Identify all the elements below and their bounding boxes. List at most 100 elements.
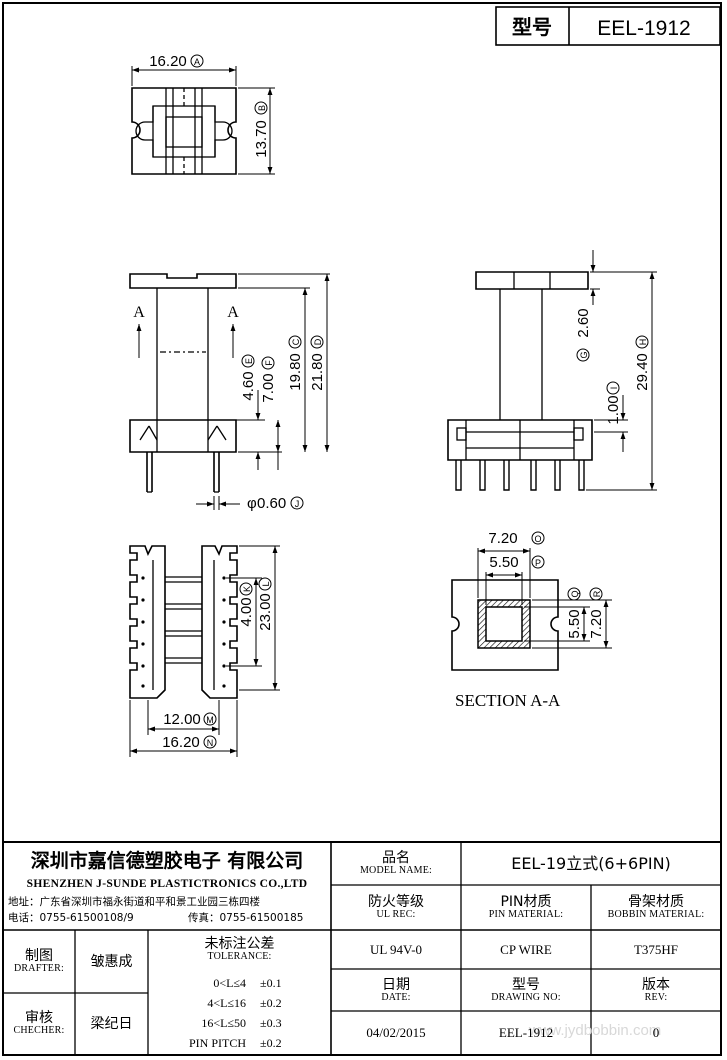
- model-name-value: EEL-19立式(6+6PIN): [511, 853, 671, 873]
- dim-value: 4.00: [238, 597, 255, 626]
- dim-4-00: 4.00 K: [238, 582, 255, 627]
- callout-letter: O: [534, 534, 541, 544]
- drawing-no-value: EEL-1912: [498, 1025, 554, 1041]
- tolerance-value: ±0.1: [260, 975, 282, 990]
- dim-value: 5.50: [566, 609, 583, 638]
- callout-letter: R: [592, 590, 602, 597]
- model-label: 型号: [512, 15, 552, 39]
- dim-16-20-bottom: 16.20 N: [162, 734, 217, 751]
- dim-value: 16.20: [162, 734, 200, 751]
- tolerance-range: 0<L≤4: [213, 975, 246, 990]
- model-value: EEL-1912: [597, 17, 690, 40]
- checker-label-cn: 审核: [25, 1010, 53, 1027]
- dim-7-00: 7.00 F: [260, 356, 277, 403]
- date-label: 日期 DATE:: [331, 971, 461, 1010]
- drafter-label-en: DRAFTER:: [14, 963, 64, 975]
- callout-letter: C: [291, 338, 301, 345]
- tolerance-table: 0<L≤4 ±0.1 4<L≤16 ±0.2 16<L≤50 ±0.3 PIN …: [150, 973, 330, 1053]
- diameter-symbol: φ: [247, 495, 257, 512]
- tolerance-range: PIN PITCH: [188, 1035, 246, 1050]
- dim-value: 7.20: [588, 609, 605, 638]
- dim-value: 0.60: [257, 495, 286, 512]
- dim-pin-diameter: φ 0.60 J: [247, 495, 304, 512]
- date-label-en: DATE:: [381, 991, 411, 1003]
- callout-letter: M: [206, 715, 214, 725]
- watermark: www.jydbobbin.com: [528, 1022, 662, 1040]
- dim-value: 29.40: [634, 353, 651, 391]
- rev-label-cn: 版本: [642, 976, 670, 993]
- ul-rec-value: UL 94V-0: [369, 941, 423, 957]
- pin-material-label-cn: PIN材质: [500, 893, 552, 910]
- tolerance-label: 未标注公差 TOLERANCE:: [148, 933, 331, 967]
- dim-value: 7.00: [260, 373, 277, 402]
- callout-letter: I: [609, 387, 619, 390]
- callout-letter: E: [244, 358, 254, 364]
- pin-material-label: PIN材质 PIN MATERIAL:: [461, 887, 591, 928]
- dim-1-00: 1.00 I: [605, 381, 622, 425]
- drawing-no-label: 型号 DRAWING NO:: [461, 971, 591, 1010]
- tolerance-row: PIN PITCH ±0.2: [150, 1033, 330, 1053]
- dim-value: 5.50: [489, 554, 518, 571]
- dim-value: 13.70: [253, 120, 270, 158]
- callout-letter: P: [535, 558, 541, 568]
- dim-12-00: 12.00 M: [163, 711, 217, 728]
- company-phone: 电话：0755-61500108/9: [8, 912, 134, 925]
- dim-value: 19.80: [287, 353, 304, 391]
- dim-value: 21.80: [309, 353, 326, 391]
- dim-4-60: 4.60 E: [240, 354, 257, 401]
- dim-value: 12.00: [163, 711, 201, 728]
- bobbin-material-value: T375HF: [633, 941, 679, 957]
- company-address: 地址：广东省深圳市福永街道和平和景工业园三栋四楼: [8, 896, 260, 909]
- side-view: [447, 250, 657, 491]
- rev-value: 0: [652, 1025, 660, 1041]
- dim-2-60: 2.60 G: [575, 308, 592, 362]
- section-marker-right: A: [227, 304, 239, 321]
- front-view: [129, 273, 330, 510]
- tolerance-range: 16<L≤50: [201, 1015, 246, 1030]
- dim-value: 2.60: [575, 308, 592, 337]
- section-marker-left: A: [133, 304, 145, 321]
- dim-29-40: 29.40 H: [634, 335, 651, 391]
- ul-rec-label: 防火等级 UL REC:: [331, 887, 461, 928]
- dim-5-50-top: 5.50 P: [489, 554, 545, 571]
- callout-letter: J: [295, 499, 300, 509]
- tolerance-value: ±0.3: [260, 1015, 282, 1030]
- tolerance-label-cn: 未标注公差: [204, 936, 275, 953]
- dim-13-70: 13.70 B: [253, 101, 270, 158]
- callout-letter: L: [261, 581, 271, 586]
- model-name-label-en: MODEL NAME:: [359, 865, 433, 877]
- date-value: 04/02/2015: [366, 1025, 426, 1041]
- dim-7-20-top: 7.20 O: [488, 530, 545, 547]
- dim-value: 4.60: [240, 371, 257, 400]
- callout-letter: K: [242, 586, 252, 592]
- tolerance-value: ±0.2: [260, 995, 282, 1010]
- drafter-value: 皱惠成: [90, 953, 133, 970]
- tolerance-label-en: TOLERANCE:: [207, 951, 272, 963]
- checker-label: 审核 CHECHER:: [3, 995, 75, 1053]
- callout-letter: F: [264, 360, 274, 366]
- pin-material-value: CP WIRE: [500, 941, 552, 957]
- dim-value: 1.00: [605, 395, 622, 424]
- drafter-label: 制图 DRAFTER:: [3, 932, 75, 992]
- callout-letter: G: [579, 351, 589, 358]
- checker-label-en: CHECHER:: [13, 1025, 65, 1037]
- callout-letter: D: [313, 338, 323, 345]
- drawing-no-label-en: DRAWING NO:: [491, 991, 561, 1003]
- dim-21-80: 21.80 D: [309, 335, 326, 391]
- bottom-view: [129, 545, 280, 757]
- callout-letter: H: [638, 339, 648, 346]
- drawing-no-label-cn: 型号: [512, 976, 540, 993]
- bobbin-material-label-cn: 骨架材质: [628, 893, 684, 910]
- dim-value: 7.20: [488, 530, 517, 547]
- callout-letter: B: [257, 105, 267, 111]
- dim-value: 23.00: [257, 593, 274, 631]
- bobbin-material-label: 骨架材质 BOBBIN MATERIAL:: [591, 887, 721, 928]
- tolerance-value: ±0.2: [260, 1035, 282, 1050]
- checker-value: 梁纪日: [90, 1015, 133, 1032]
- rev-label-en: REV:: [644, 991, 668, 1003]
- tolerance-row: 16<L≤50 ±0.3: [150, 1013, 330, 1033]
- model-name-label-cn: 品名: [382, 850, 410, 867]
- tolerance-range: 4<L≤16: [207, 995, 246, 1010]
